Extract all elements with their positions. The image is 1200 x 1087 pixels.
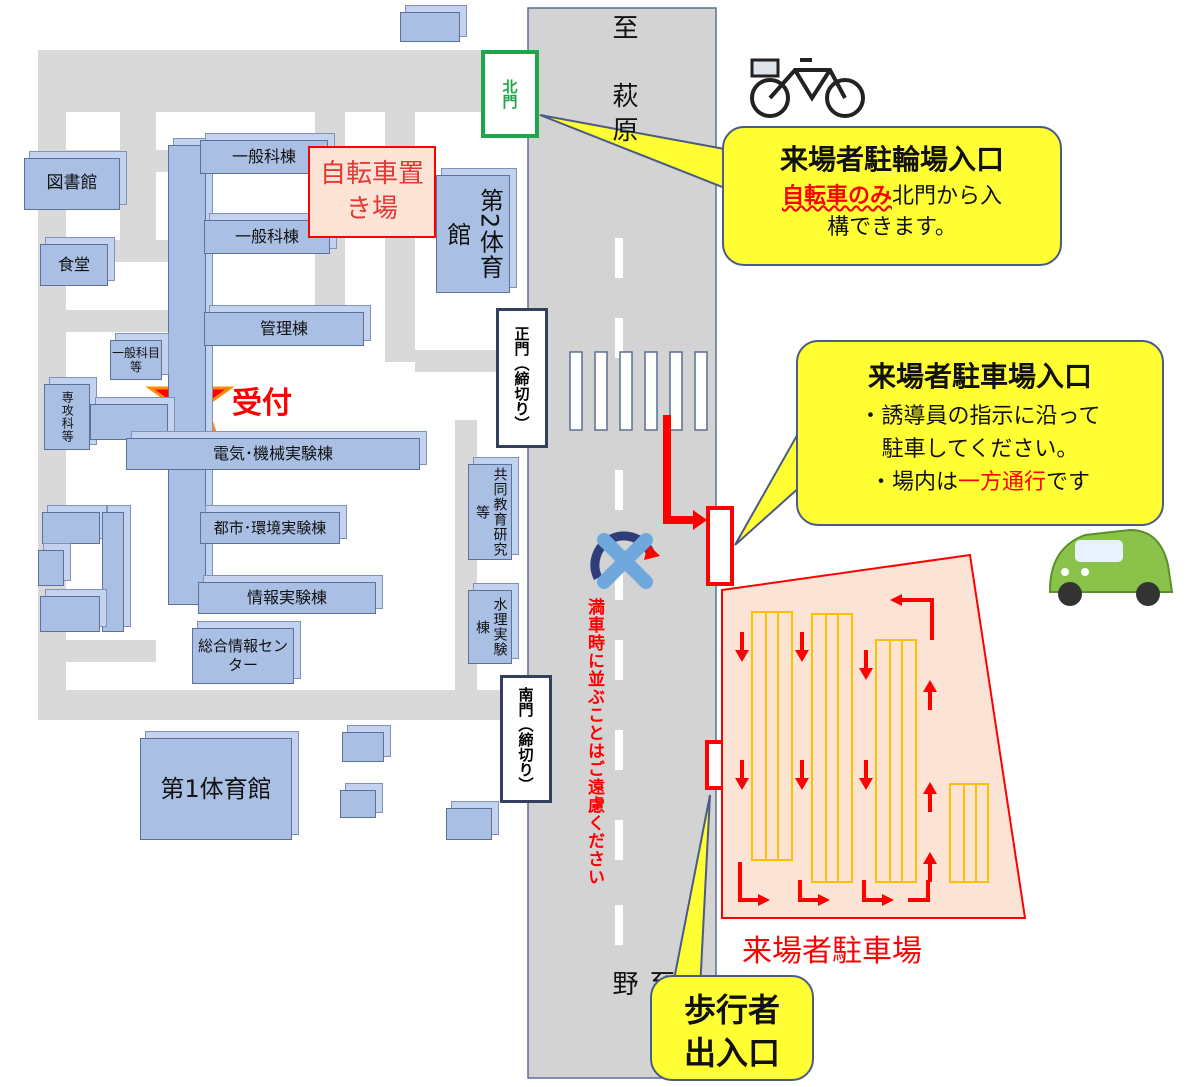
cafeteria: 食堂 [40,244,108,286]
car-callout-line-3: ・場内は一方通行です [869,470,1091,495]
main-corridor [168,145,206,605]
north-gate-label: 北門 [500,79,519,109]
admin-building: 管理棟 [204,312,364,346]
building-unlabeled [102,512,124,632]
general-building-1: 一般科棟 [200,140,328,174]
library: 図書館 [24,158,120,210]
queue-warning: 満車時に並ぶことはご遠慮ください [584,598,604,886]
building-unlabeled [38,550,64,586]
bicycle-callout-title: 来場者駐輪場入口 [779,143,1004,176]
info-center: 総合情報センター [192,628,294,684]
car-icon [1049,528,1174,606]
parking-lot-label: 来場者駐車場 [742,934,922,969]
bike-parking-area: 自転車置き場 [308,146,436,238]
building-unlabeled [400,12,460,42]
reception-label: 受付 [232,386,292,421]
joint-research-building: 共同教育研究等 [468,464,512,560]
one-way-highlight: 一方通行 [957,470,1046,495]
connector-building [90,404,168,440]
south-gate: 南門（締切り） [500,675,552,803]
major-dept-building: 専攻科等 [44,384,90,450]
car-entrance-callout: 来場者駐車場入口 ・誘導員の指示に沿って 駐車してください。 ・場内は一方通行で… [796,340,1164,526]
bicycle-entrance-callout: 来場者駐輪場入口 自転車のみ北門から入 構できます。 [722,126,1062,266]
building-unlabeled [42,512,100,544]
building-unlabeled [446,808,492,840]
pedestrian-entrance-callout: 歩行者 出入口 [650,975,814,1081]
north-destination: 至 萩原 [608,14,638,150]
info-lab: 情報実験棟 [198,582,376,614]
car-callout-line-1: ・誘導員の指示に沿って [859,404,1101,429]
bicycle-only-highlight: 自転車のみ [781,183,892,209]
gym-1: 第1体育館 [140,738,292,840]
bicycle-icon [750,58,865,118]
south-gate-label: 南門（締切り） [516,686,535,792]
no-entry-icon [590,531,660,589]
building-unlabeled [40,596,100,632]
main-gate: 正門（締切り） [496,308,548,448]
car-callout-line-2: 駐車してください。 [881,437,1079,462]
urban-env-lab: 都市･環境実験棟 [200,512,340,544]
general-dept-building: 一般科目等 [110,340,162,380]
pedestrian-callout-line-1: 歩行者 [683,991,780,1029]
pedestrian-callout-line-2: 出入口 [683,1034,780,1073]
bicycle-callout-line-2: 構できます。 [827,215,957,241]
building-unlabeled [342,732,384,762]
north-gate: 北門 [481,50,539,138]
building-unlabeled [340,790,376,818]
bicycle-callout-line-1: 自転車のみ北門から入 [781,183,1003,209]
elec-mech-lab: 電気･機械実験棟 [126,438,420,470]
car-callout-title: 来場者駐車場入口 [867,360,1092,393]
main-gate-label: 正門（締切り） [512,325,531,431]
hydraulics-lab: 水理実験棟 [468,590,512,664]
gym-2: 第2体育館 [436,175,510,293]
